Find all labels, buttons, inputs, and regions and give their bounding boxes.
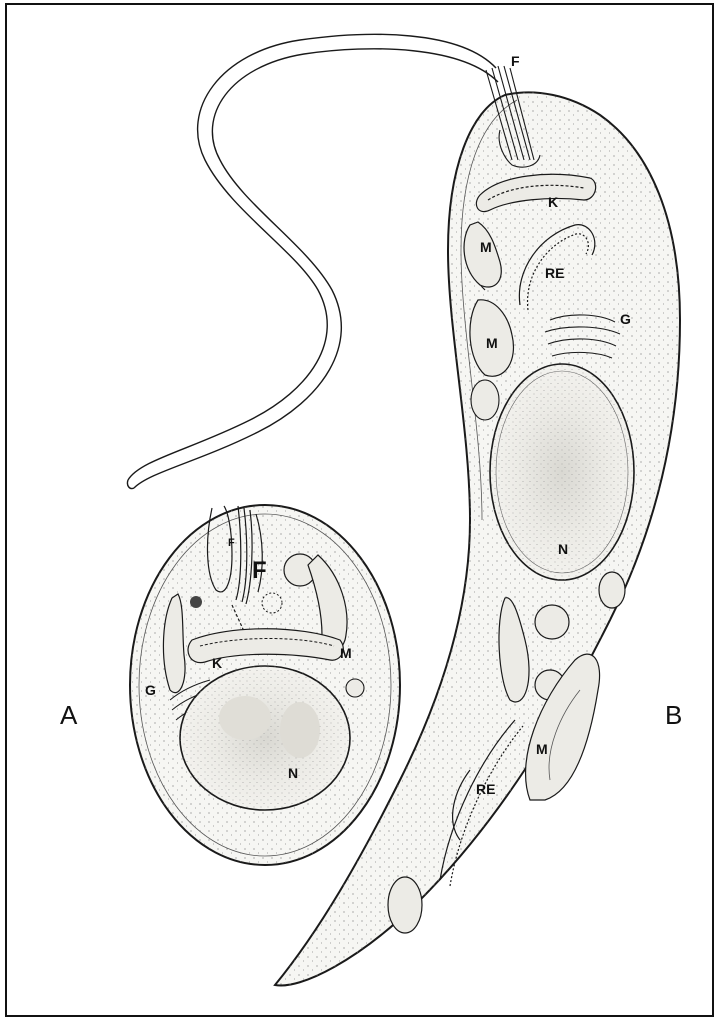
cell-b bbox=[275, 66, 680, 986]
cell-b-label-flagellum: F bbox=[511, 53, 520, 69]
cell-b-label-golgi: G bbox=[620, 311, 631, 327]
cell-a-label-nucleus: N bbox=[288, 765, 298, 781]
cell-a-nucleus bbox=[180, 666, 350, 810]
cell-b-label-reticulum-1: RE bbox=[545, 265, 564, 281]
cell-b-vesicle bbox=[471, 380, 499, 420]
cell-a-granule bbox=[190, 596, 202, 608]
cell-a-label-flagellum-large: F bbox=[252, 557, 267, 584]
cell-a-label-golgi: G bbox=[145, 682, 156, 698]
free-flagellum bbox=[127, 34, 498, 488]
cell-a-label-mitochondrion: M bbox=[340, 645, 352, 661]
cell-a-label-kinetoplast: K bbox=[212, 655, 222, 671]
cell-b-label-nucleus: N bbox=[558, 541, 568, 557]
cell-b-label-mitochondrion-3: M bbox=[536, 741, 548, 757]
cell-b-vacuole-lower bbox=[388, 877, 422, 933]
cell-b-label-reticulum-2: RE bbox=[476, 781, 495, 797]
cell-b-organelle bbox=[599, 572, 625, 608]
cell-b-label-mitochondrion-2: M bbox=[486, 335, 498, 351]
cell-a-organelle-right bbox=[346, 679, 364, 697]
panel-label-a: A bbox=[60, 700, 78, 730]
cell-b-organelle bbox=[535, 605, 569, 639]
cell-b-label-kinetoplast: K bbox=[548, 194, 558, 210]
cell-a-label-flagellum-small: F bbox=[228, 537, 235, 549]
cell-b-label-mitochondrion-1: M bbox=[480, 239, 492, 255]
panel-label-b: B bbox=[665, 700, 682, 730]
